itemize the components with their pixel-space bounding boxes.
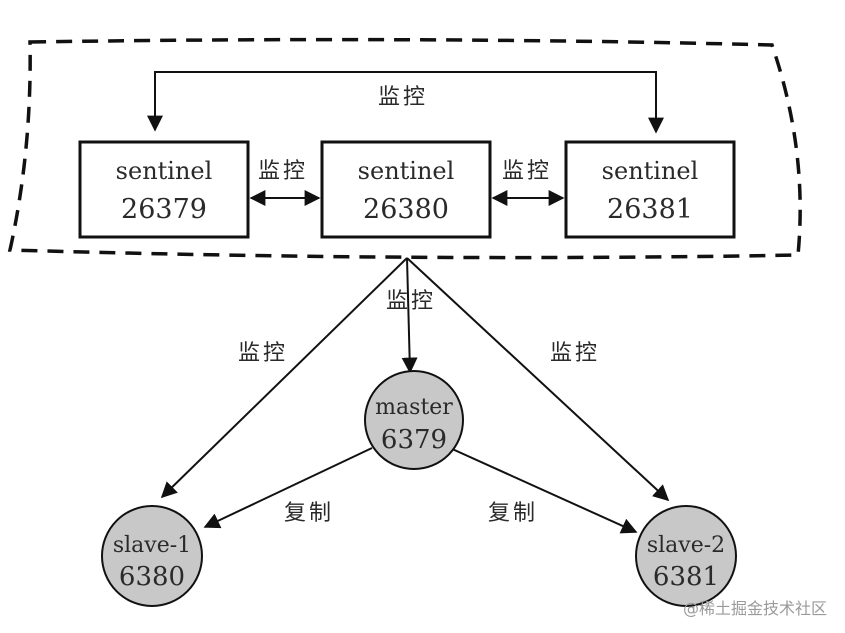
sentinel-node-26380: sentinel 26380 xyxy=(320,140,492,239)
slave-port: 6380 xyxy=(119,562,185,592)
sentinel-port: 26379 xyxy=(121,194,207,225)
monitor-label-slave-1: 监控 xyxy=(238,341,288,366)
sentinel-node-26379: sentinel 26379 xyxy=(78,140,250,239)
slave-node-1: slave-1 6380 xyxy=(101,505,203,607)
slave-node-2: slave-2 6381 xyxy=(635,505,737,607)
sentinel-port: 26381 xyxy=(607,194,693,225)
monitor-label-master: 监控 xyxy=(386,289,436,314)
replicate-label-slave-1: 复制 xyxy=(284,501,334,526)
master-port: 6379 xyxy=(381,425,447,455)
sentinel-port: 26380 xyxy=(363,194,449,225)
replicate-label-slave-2: 复制 xyxy=(488,501,538,526)
monitor-label-top: 监控 xyxy=(378,85,428,110)
slave-name: slave-1 xyxy=(113,533,191,558)
sentinel-group-boundary xyxy=(7,37,802,260)
monitor-edge-to-slave-2 xyxy=(406,257,670,502)
replicate-edge-to-slave-1 xyxy=(203,447,373,529)
slave-port: 6381 xyxy=(653,562,719,592)
monitor-label-slave-2: 监控 xyxy=(550,341,600,366)
monitor-edge-to-master xyxy=(401,257,418,374)
monitor-label-right: 监控 xyxy=(502,159,552,184)
sentinel-name: sentinel xyxy=(358,157,455,185)
replicate-edge-to-slave-2 xyxy=(449,447,638,534)
sentinel-name: sentinel xyxy=(602,157,699,185)
slave-name: slave-2 xyxy=(647,533,725,558)
sentinel-node-26381: sentinel 26381 xyxy=(564,140,736,239)
master-name: master xyxy=(375,395,453,420)
monitor-edge-top xyxy=(147,71,664,134)
watermark: @稀土掘金技术社区 xyxy=(682,599,827,618)
monitor-label-left: 监控 xyxy=(258,159,308,184)
master-node: master 6379 xyxy=(364,370,464,470)
sentinel-name: sentinel xyxy=(116,157,213,185)
monitor-edge-to-slave-1 xyxy=(160,257,408,499)
